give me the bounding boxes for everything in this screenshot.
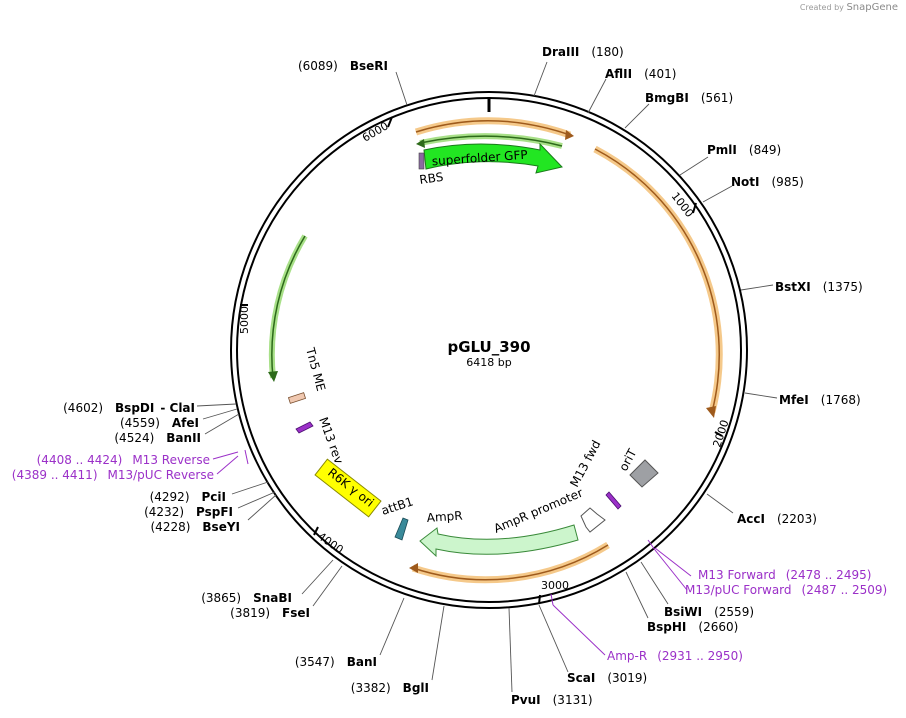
m13fwd-label: M13 fwd bbox=[567, 438, 603, 490]
site-bgli[interactable]: (3382)BglI bbox=[351, 681, 429, 695]
site-pvui[interactable]: PvuI(3131) bbox=[511, 693, 593, 707]
m13-fwd-feature[interactable] bbox=[605, 491, 622, 510]
primer-m13-puc-forward[interactable]: M13/pUC Forward(2487 .. 2509) bbox=[685, 583, 887, 597]
site-acci[interactable]: AccI(2203) bbox=[737, 512, 817, 526]
site-aflii[interactable]: AflII(401) bbox=[605, 67, 676, 81]
primer-m13-forward[interactable]: M13 Forward(2478 .. 2495) bbox=[698, 568, 871, 582]
orit-feature[interactable] bbox=[629, 459, 659, 488]
ampr-promoter-feature[interactable] bbox=[580, 507, 606, 533]
ampr-feature[interactable] bbox=[419, 524, 579, 558]
site-bstxi[interactable]: BstXI(1375) bbox=[775, 280, 863, 294]
site-noti[interactable]: NotI(985) bbox=[731, 175, 804, 189]
site-pcii[interactable]: (4292)PciI bbox=[150, 490, 226, 504]
site-mfei[interactable]: MfeI(1768) bbox=[779, 393, 861, 407]
tn5-label: Tn5 ME bbox=[303, 345, 328, 392]
attb1-label: attB1 bbox=[380, 494, 415, 517]
site-bani[interactable]: (3547)BanI bbox=[295, 655, 377, 669]
snapgene-credit: Created by SnapGene bbox=[800, 2, 898, 13]
backbone-outer-ring bbox=[230, 91, 748, 609]
snapgene-logo: SnapGene bbox=[846, 2, 898, 13]
site-leaders bbox=[196, 61, 778, 693]
gfp-label: superfolder GFP bbox=[431, 148, 528, 169]
attb1-feature[interactable] bbox=[394, 517, 409, 541]
tick-3000: 3000 bbox=[541, 579, 569, 592]
site-fsei[interactable]: (3819)FseI bbox=[230, 606, 310, 620]
superfolder-gfp-feature[interactable]: superfolder GFP bbox=[423, 142, 563, 174]
site-scai[interactable]: ScaI(3019) bbox=[567, 671, 647, 685]
site-bseri[interactable]: (6089)BseRI bbox=[298, 59, 388, 73]
rbs-label: RBS bbox=[418, 170, 444, 187]
site-pmli[interactable]: PmlI(849) bbox=[707, 143, 781, 157]
site-afei[interactable]: (4559)AfeI bbox=[120, 416, 199, 430]
credit-prefix: Created by bbox=[799, 3, 844, 12]
rbs-mark bbox=[418, 152, 425, 170]
ampr-label: AmpR bbox=[426, 509, 463, 525]
tick-5000: 5000 bbox=[238, 306, 251, 334]
r6k-ori-feature[interactable]: R6K γ ori bbox=[314, 458, 382, 518]
site-snabi[interactable]: (3865)SnaBI bbox=[201, 591, 292, 605]
m13-rev-feature[interactable] bbox=[295, 421, 314, 434]
site-draiii[interactable]: DraIII(180) bbox=[542, 45, 624, 59]
plasmid-size: 6418 bp bbox=[466, 356, 511, 369]
tn5-me-feature[interactable] bbox=[287, 392, 307, 404]
site-labels: DraIII(180) AflII(401) BmgBI(561) PmlI(8… bbox=[63, 45, 863, 707]
primer-leaders bbox=[212, 449, 692, 656]
site-bspdi[interactable]: (4602)BspDI- ClaI bbox=[63, 401, 195, 415]
plasmid-name: pGLU_390 bbox=[447, 338, 530, 356]
site-banii[interactable]: (4524)BanII bbox=[114, 431, 201, 445]
primer-m13-puc-reverse[interactable]: (4389 .. 4411)M13/pUC Reverse bbox=[12, 468, 214, 482]
m13rev-label: M13 rev bbox=[316, 415, 346, 465]
primer-amp-r[interactable]: Amp-R(2931 .. 2950) bbox=[607, 649, 743, 663]
site-bsiwi[interactable]: BsiWI(2559) bbox=[664, 605, 754, 619]
orf-arcs bbox=[409, 117, 723, 584]
primer-m13-reverse[interactable]: (4408 .. 4424)M13 Reverse bbox=[37, 453, 210, 467]
site-pspfi[interactable]: (4232)PspFI bbox=[144, 505, 233, 519]
site-bseyi[interactable]: (4228)BseYI bbox=[151, 520, 241, 534]
green-orf-arcs bbox=[268, 133, 563, 382]
primer-labels: (4408 .. 4424)M13 Reverse (4389 .. 4411)… bbox=[12, 453, 887, 663]
site-bsphi[interactable]: BspHI(2660) bbox=[647, 620, 738, 634]
site-bmgbi[interactable]: BmgBI(561) bbox=[645, 91, 733, 105]
